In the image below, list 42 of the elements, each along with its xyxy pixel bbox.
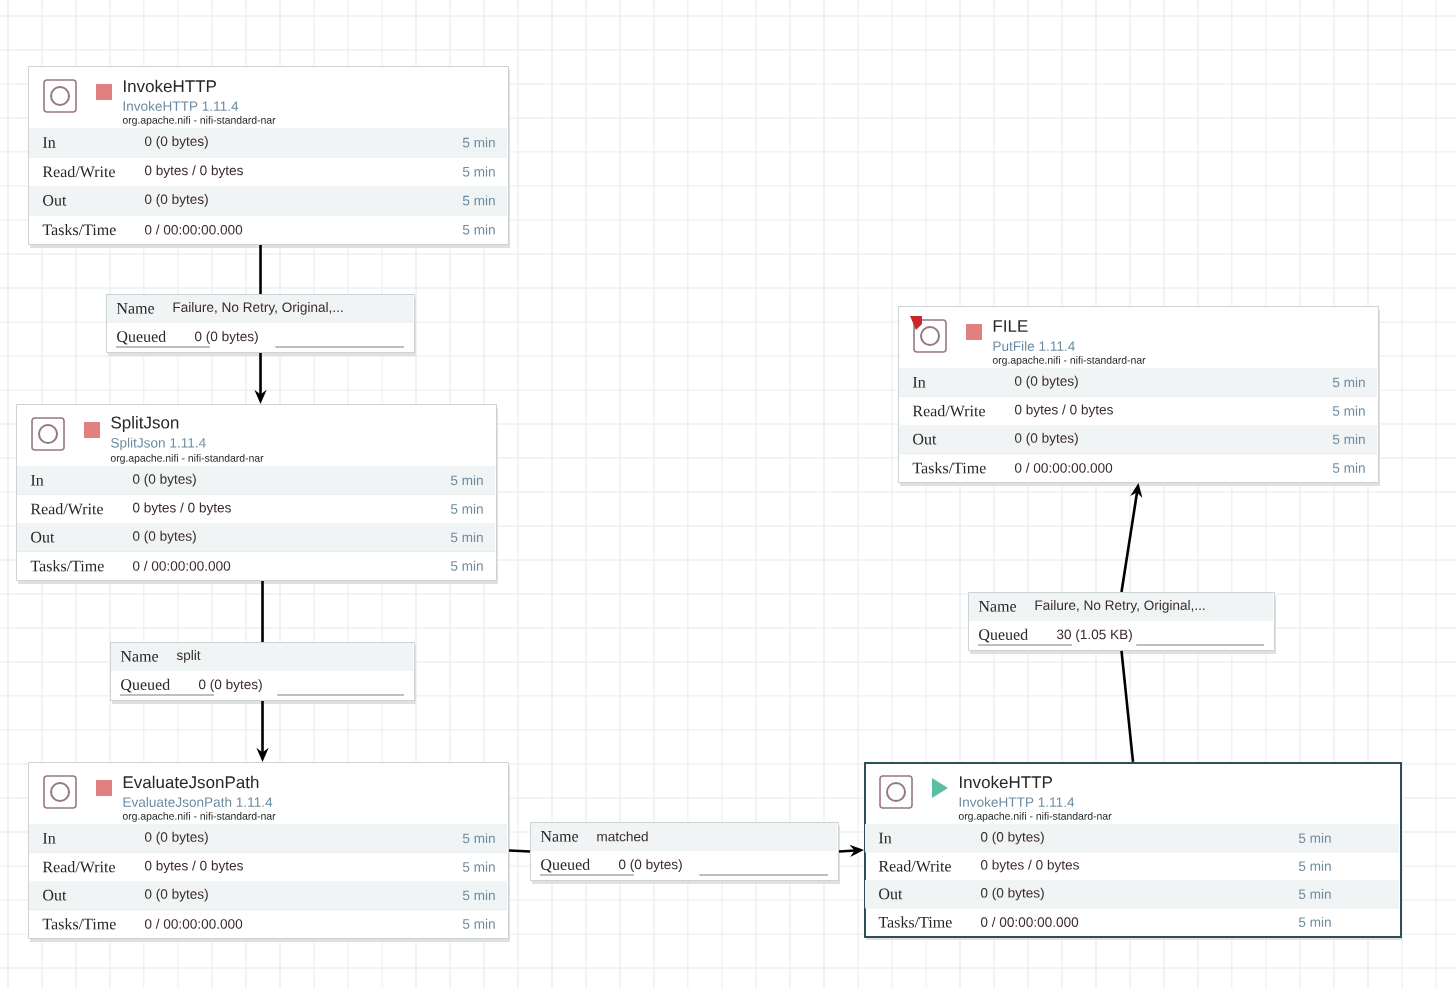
field-label: Queued — [117, 330, 166, 345]
processor-card — [864, 762, 1402, 940]
stat-label: Tasks/Time — [912, 462, 986, 474]
stat-label: Tasks/Time — [30, 560, 104, 572]
connection-box — [110, 642, 416, 704]
field-label: Name — [116, 303, 155, 314]
stat-label: In — [43, 832, 56, 844]
stat-label: Out — [43, 195, 67, 206]
field-label: Queued — [979, 628, 1028, 643]
stat-label: Tasks/Time — [878, 916, 952, 928]
stat-label: Read/Write — [30, 503, 103, 515]
stat-label: Read/Write — [878, 860, 951, 872]
stat-label: Read/Write — [912, 405, 985, 417]
field-label: Name — [978, 601, 1017, 612]
stat-label: In — [31, 474, 44, 486]
processor-name: EvaluateJsonPath — [123, 775, 259, 789]
field-label: Name — [540, 831, 579, 842]
stat-label: Out — [31, 531, 55, 543]
connection-box — [106, 294, 416, 356]
stat-label: Out — [879, 888, 903, 900]
processor-name: FILE — [993, 320, 1028, 332]
stat-label: Out — [43, 889, 67, 901]
processor-name: SplitJson — [111, 416, 179, 432]
stat-label: In — [43, 137, 56, 148]
stat-label: Out — [913, 433, 937, 445]
stat-label: In — [912, 376, 926, 388]
stat-label: Read/Write — [42, 165, 115, 178]
stat-label: In — [878, 832, 892, 844]
processor-name: InvokeHTTP — [124, 79, 216, 93]
field-label: Queued — [121, 678, 170, 693]
field-label: Queued — [541, 858, 590, 873]
processor-name: InvokeHTTP — [960, 775, 1052, 789]
processor-card — [28, 66, 510, 248]
processor-card — [16, 404, 498, 584]
stat-label: Read/Write — [42, 861, 115, 873]
connection-box — [968, 592, 1276, 654]
stat-label: Tasks/Time — [42, 918, 116, 930]
connection-box — [530, 822, 840, 884]
processor-card — [898, 306, 1380, 486]
field-label: Name — [120, 651, 159, 662]
stat-label: Tasks/Time — [42, 223, 116, 236]
processor-card — [28, 762, 510, 942]
